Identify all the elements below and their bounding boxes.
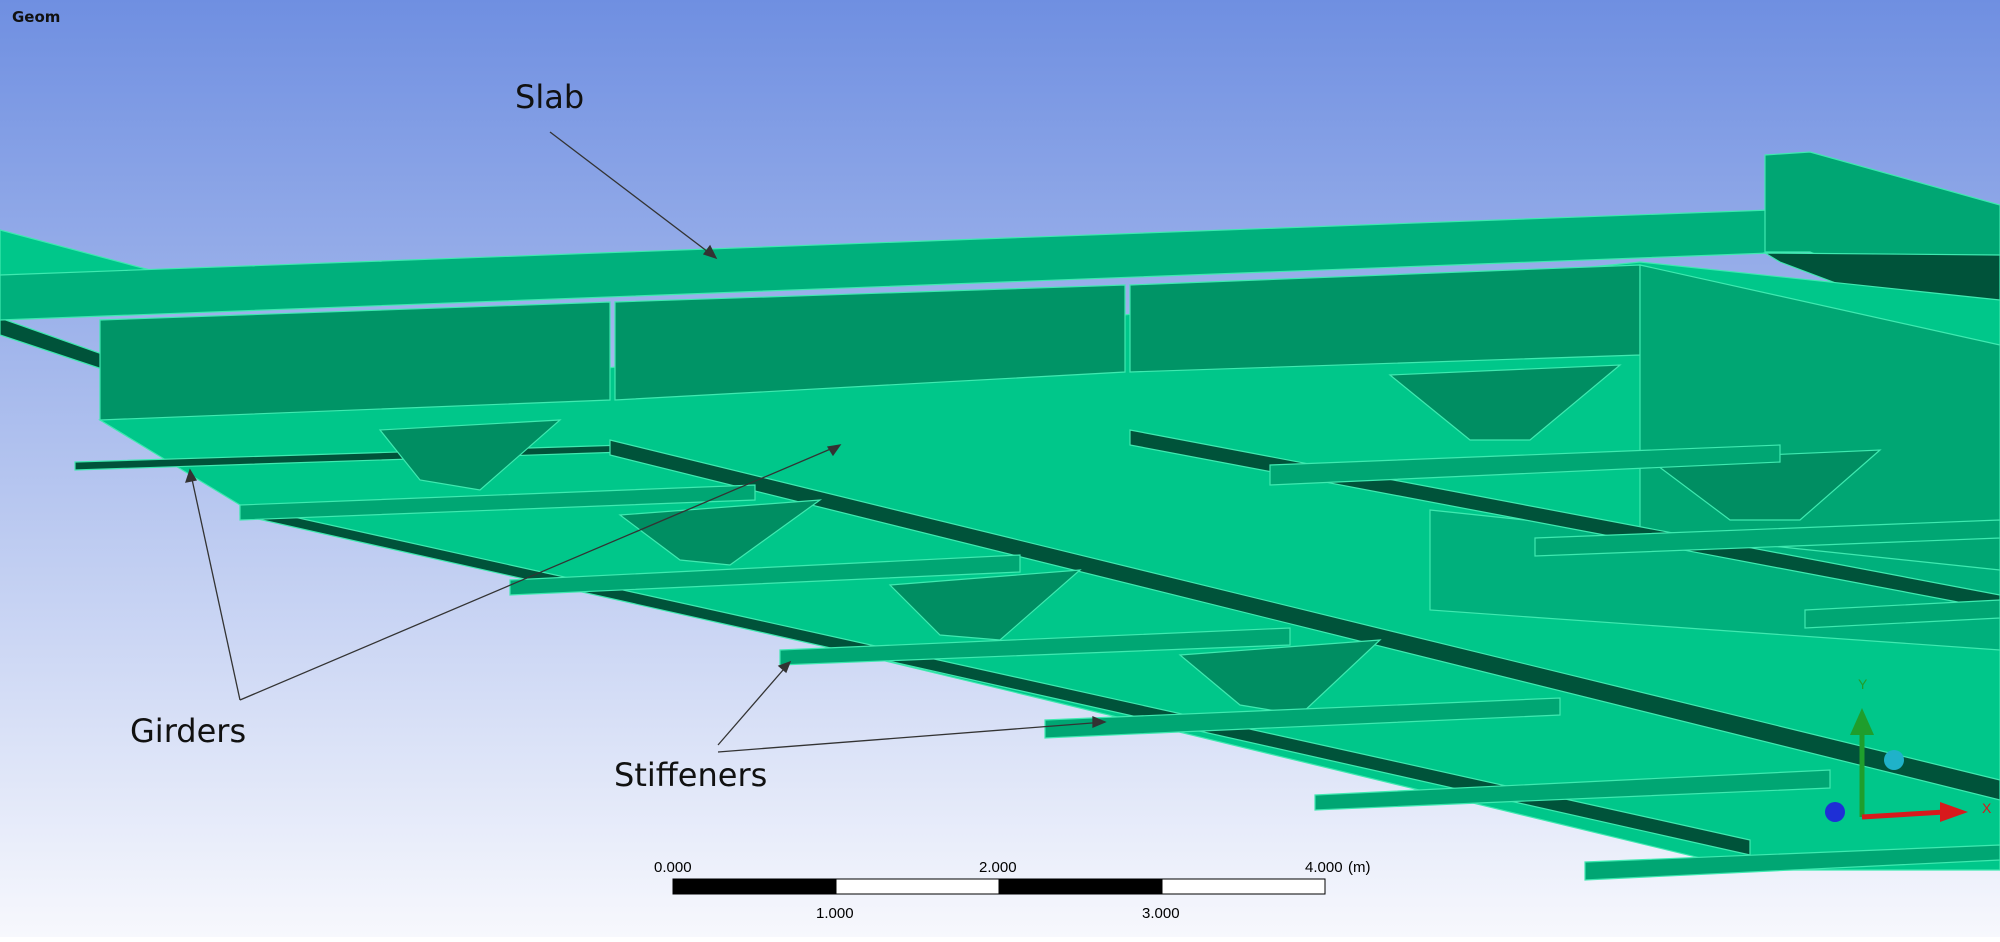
girder-leader-1 <box>189 469 241 701</box>
bracing-5 <box>1388 364 1622 441</box>
girder-web-2[interactable] <box>614 284 1126 401</box>
scale-label-3: 3.000 <box>1142 905 1180 922</box>
girder-arrowhead-1 <box>185 468 198 483</box>
scale-segment-3 <box>998 878 1163 895</box>
scale-label-4: 4.000 <box>1305 859 1343 876</box>
stiffener-arrowhead-2 <box>1092 716 1107 728</box>
triad-x-label: X <box>1982 800 1992 816</box>
isometric-view-ball[interactable] <box>1884 750 1904 770</box>
stiffener-3[interactable] <box>779 627 1291 666</box>
callout-slab: Slab <box>515 78 585 116</box>
x-axis-arrow <box>1861 809 1946 820</box>
bridge-deck-model[interactable] <box>0 151 2000 881</box>
girder-web-1[interactable] <box>99 301 611 421</box>
callout-girders: Girders <box>130 712 247 750</box>
callout-stiffeners: Stiffeners <box>614 756 768 794</box>
stiffener-9[interactable] <box>1804 599 2000 629</box>
stiffener-5[interactable] <box>1314 769 1831 811</box>
scale-label-0: 0.000 <box>654 859 692 876</box>
scale-bar <box>672 878 1326 895</box>
girder-leader-2 <box>239 444 841 701</box>
stiffener-leader-2 <box>717 721 1106 753</box>
z-axis-ball <box>1825 802 1845 822</box>
stiffener-arrowhead-1 <box>777 660 792 674</box>
girder-arrowhead-2 <box>826 444 842 457</box>
callout-leaders <box>185 131 1107 753</box>
bracing-1 <box>378 419 562 491</box>
girder-flange-mid <box>609 439 2000 801</box>
stiffener-8[interactable] <box>1534 519 2000 557</box>
scale-label-2: 2.000 <box>979 859 1017 876</box>
stiffener-leader-1 <box>717 661 791 746</box>
stiffener-2[interactable] <box>509 554 1021 596</box>
scale-segment-1 <box>672 878 837 895</box>
scale-segment-4 <box>1161 878 1326 895</box>
y-axis-head <box>1850 708 1874 735</box>
bracing-2 <box>618 499 823 566</box>
stiffener-6[interactable] <box>1584 844 2000 881</box>
slab-leader <box>549 131 717 259</box>
slab-arrowhead <box>702 244 718 260</box>
triad-y-label: Y <box>1858 676 1868 692</box>
viewport-title: Geom <box>12 8 61 26</box>
axis-triad[interactable] <box>1825 708 1968 822</box>
stiffener-7[interactable] <box>1269 444 1781 486</box>
scale-unit: (m) <box>1348 859 1371 876</box>
stiffener-1[interactable] <box>239 484 756 521</box>
stiffener-4[interactable] <box>1044 697 1561 739</box>
scale-segment-2 <box>835 878 1000 895</box>
scale-label-1: 1.000 <box>816 905 854 922</box>
bracing-6 <box>1648 449 1882 521</box>
x-axis-head <box>1940 802 1968 822</box>
